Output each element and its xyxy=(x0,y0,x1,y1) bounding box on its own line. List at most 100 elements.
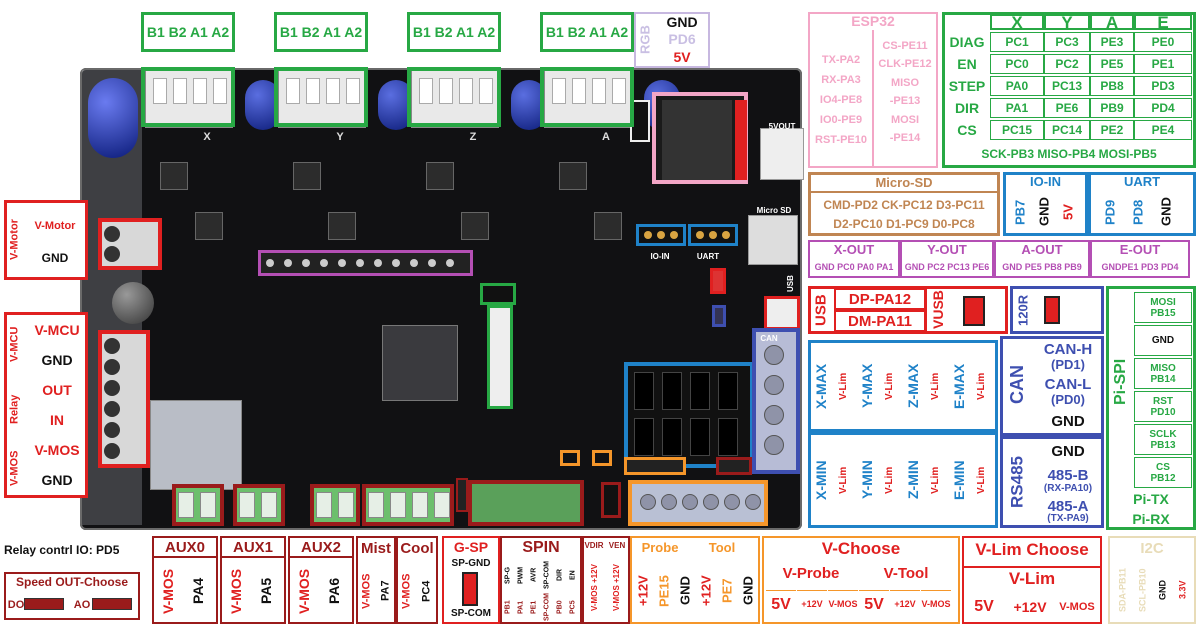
left-screw xyxy=(104,359,120,375)
r120-board xyxy=(712,305,726,327)
pt-screw-5 xyxy=(745,494,761,510)
stepper-label-box-0 xyxy=(141,12,235,52)
aux-name-1: AUX1 xyxy=(220,538,286,558)
can-title: CAN xyxy=(1007,365,1027,405)
uart-pin-1: PD8 xyxy=(1130,199,1146,225)
can-box xyxy=(1000,336,1104,436)
pt-screw-2 xyxy=(682,494,698,510)
gsp-com: SP-COM xyxy=(451,608,491,619)
uart-box xyxy=(1088,172,1196,236)
header-pin xyxy=(320,259,328,267)
pispi-name-4: SCLK xyxy=(1149,428,1177,440)
rs485-title: RS485 xyxy=(1007,456,1027,508)
driver-cell-4-3: PE2 xyxy=(1090,120,1134,140)
cap-small xyxy=(112,282,154,324)
esp-module-red xyxy=(735,100,747,180)
spin-pin-1: PA1 xyxy=(517,600,525,614)
stepper-pin-2-1 xyxy=(439,78,453,104)
pt-pin-0: +12V xyxy=(635,575,651,607)
microsd-l1: CMD-PD2 CK-PC12 D3-PC11 xyxy=(823,198,985,212)
ioin-pin-1: GND xyxy=(1036,197,1052,227)
stepper-silk-3: A xyxy=(602,130,610,143)
left-pin-5: GND xyxy=(41,472,73,488)
min-name-0: X-MIN xyxy=(813,460,829,500)
endstop-socket-0-1 xyxy=(662,372,682,410)
stepper-label-box-2 xyxy=(407,12,501,52)
esp32-left-3: IO0-PE9 xyxy=(819,113,863,126)
vmos-side: V-MOS xyxy=(8,450,21,486)
aux-screw xyxy=(412,492,428,518)
endstop-socket-1-2 xyxy=(690,418,710,456)
pt-pin-1: PE15 xyxy=(656,575,672,607)
vchoose-opt-1: +12V xyxy=(797,590,827,618)
uart-pin-2: GND xyxy=(1158,197,1174,227)
max-name-0: X-MAX xyxy=(813,363,829,409)
driver-col-1: Y xyxy=(1044,14,1090,31)
pt-screw-4 xyxy=(724,494,740,510)
endstop-socket-0-0 xyxy=(634,372,654,410)
out-box-0 xyxy=(808,240,900,278)
esp32-right-4: MOSI xyxy=(890,113,920,126)
esp32-right-2: MISO xyxy=(890,76,920,89)
aux-screw xyxy=(261,492,277,518)
aux-screw xyxy=(368,492,384,518)
out-box-1 xyxy=(900,240,994,278)
gsp-title: G-SP xyxy=(453,539,489,555)
vdir-l: VDIR xyxy=(584,541,604,550)
left-screw xyxy=(104,443,120,459)
driver-chip-1-1 xyxy=(328,212,356,240)
esp32-right-3: -PE13 xyxy=(889,95,921,107)
relay-io: Relay contrl IO: PD5 xyxy=(4,543,120,557)
stepper-silk-1: Y xyxy=(336,130,344,143)
endstop-socket-1-0 xyxy=(634,418,654,456)
min-name-1: Y-MIN xyxy=(859,460,875,500)
out-pins-2: GND PE5 PB8 PB9 xyxy=(1002,261,1082,272)
stepper-pin-0-0 xyxy=(153,78,167,104)
microsd-l2: D2-PC10 D1-PC9 D0-PC8 xyxy=(833,217,975,231)
stepper-pin-2-2 xyxy=(459,78,473,104)
stepper-outline-0 xyxy=(141,67,235,127)
i2c-title: I2C xyxy=(1140,539,1164,557)
header-pin xyxy=(338,259,346,267)
pi-con xyxy=(487,305,513,409)
stepper-label-1: B1 B2 A1 A2 xyxy=(279,24,363,40)
cool-name: Cool xyxy=(400,539,434,557)
vdir-p2: V-MOS +12V xyxy=(612,564,621,612)
aux-box-1 xyxy=(220,536,286,624)
vchoose-header xyxy=(624,457,686,475)
can-h: CAN-H xyxy=(1043,340,1093,358)
vchoose-title: V-Choose xyxy=(821,538,901,558)
vdir-r: VEN xyxy=(608,541,626,550)
stepper-label-box-1 xyxy=(274,12,368,52)
aux-box-2 xyxy=(288,536,354,624)
max-name-2: Z-MAX xyxy=(905,363,921,409)
vdir-p1: V-MOS +12V xyxy=(590,564,599,612)
ioin-box xyxy=(1003,172,1088,236)
header-pin xyxy=(446,259,454,267)
ioin-pin-0: PB7 xyxy=(1012,199,1028,225)
rgb-gnd: GND xyxy=(666,14,698,30)
stepper-label-3: B1 B2 A1 A2 xyxy=(545,24,629,40)
pispi-pin-5: PB12 xyxy=(1150,472,1176,484)
driver-table xyxy=(942,12,1196,168)
vchoose-box xyxy=(762,536,960,624)
vdir-header xyxy=(601,482,621,518)
relay-side: Relay xyxy=(8,394,21,424)
rs485-a: 485-A xyxy=(1047,497,1089,515)
driver-cell-2-1: PA0 xyxy=(990,76,1044,96)
pt-pin-5: GND xyxy=(740,576,756,606)
i2c-pin-3: 3.3V xyxy=(1177,580,1188,600)
driver-row-head-0: DIAG xyxy=(949,34,985,50)
vlim-box xyxy=(962,536,1102,624)
i2c-pin-2: GND xyxy=(1157,580,1168,600)
driver-cell-2-4: PD3 xyxy=(1134,76,1192,96)
speed-box xyxy=(4,572,140,620)
stepper-pin-1-0 xyxy=(286,78,300,104)
driver-row-head-1: EN xyxy=(957,56,977,72)
pispi-name-0: MOSI xyxy=(1150,296,1176,308)
spin-name-4: DIR xyxy=(556,568,564,582)
vchoose-opt-3: 5V xyxy=(859,590,889,618)
spin-name-0: SP-G xyxy=(504,566,512,584)
cool-pin: PC4 xyxy=(420,580,433,602)
max-name-3: E-MAX xyxy=(951,363,967,409)
